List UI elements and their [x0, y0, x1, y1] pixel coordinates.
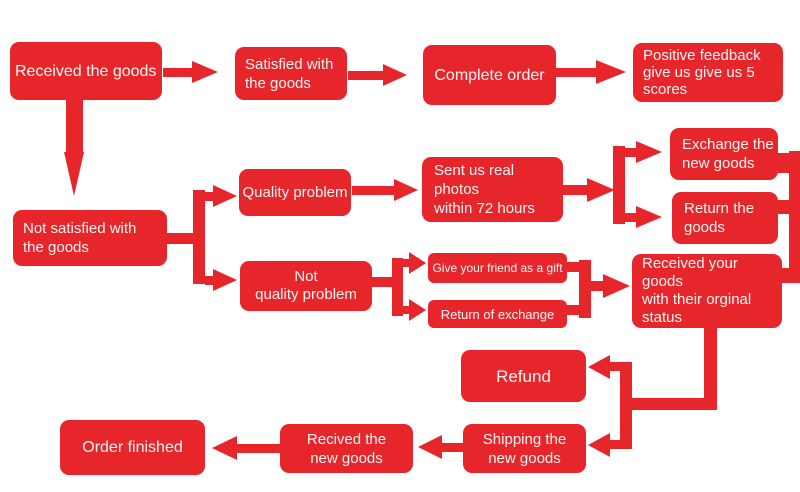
- connector-not-satisfied-out: [167, 233, 198, 244]
- arrow-received-to-not-satisfied-shaft: [66, 100, 83, 154]
- node-exchange-the-new-goods: Exchange the new goods: [670, 128, 778, 180]
- arrow-to-exchange-head: [636, 141, 662, 163]
- node-satisfied-with-goods: Satisfied with the goods: [235, 47, 347, 100]
- arrow-complete-to-feedback-head: [596, 60, 626, 84]
- arrow-to-refund-head: [588, 355, 610, 379]
- connector-return-stub: [778, 200, 790, 214]
- arrow-to-refund-shaft: [608, 362, 622, 371]
- arrow-satisfied-to-complete-head: [383, 64, 407, 86]
- node-sent-us-real-photos: Sent us real photos within 72 hours: [422, 157, 563, 222]
- connector-refund-shipping-vertical: [620, 362, 632, 449]
- node-not-quality-problem: Not quality problem: [240, 261, 372, 311]
- arrow-to-not-quality-head: [213, 269, 237, 291]
- connector-photos-out-head: [587, 178, 615, 202]
- node-received-the-goods: Received the goods: [10, 42, 162, 100]
- arrow-received-to-satisfied-shaft: [163, 68, 193, 77]
- arrow-quality-to-photos-shaft: [352, 186, 395, 195]
- node-give-your-friend-as-gift: Give your friend as a gift: [428, 253, 567, 283]
- arrow-to-return-head: [636, 206, 662, 228]
- arrow-merge-to-received-shaft: [591, 281, 604, 291]
- arrow-to-quality-shaft: [205, 192, 214, 201]
- node-positive-feedback: Positive feedback give us give us 5 scor…: [633, 43, 783, 102]
- connector-received-right-stub: [782, 268, 790, 283]
- node-shipping-the-new-goods: Shipping the new goods: [463, 424, 586, 473]
- connector-received-down: [704, 328, 717, 410]
- arrow-to-quality-head: [213, 185, 237, 207]
- arrow-recived-to-finished-shaft: [235, 444, 280, 453]
- node-return-of-exchange: Return of exchange: [428, 300, 567, 328]
- node-return-the-goods: Return the goods: [672, 192, 778, 244]
- arrow-merge-to-received-head: [603, 274, 630, 298]
- connector-not-quality-vertical: [392, 258, 403, 316]
- connector-gift-stub: [567, 262, 581, 272]
- arrow-to-return-shaft: [625, 213, 636, 222]
- connector-return-exchange-stub: [567, 305, 581, 315]
- connector-exchange-stub: [778, 153, 790, 173]
- arrow-received-to-not-satisfied-head: [64, 152, 84, 196]
- connector-not-satisfied-vertical: [193, 190, 205, 284]
- connector-right-rail: [789, 151, 800, 283]
- arrow-satisfied-to-complete-shaft: [348, 71, 384, 80]
- arrow-shipping-to-recived-head: [418, 435, 442, 459]
- connector-photos-vertical: [613, 146, 625, 224]
- arrow-recived-to-finished-head: [212, 436, 237, 460]
- connector-merge-vertical: [579, 260, 591, 318]
- node-refund: Refund: [461, 350, 586, 402]
- node-quality-problem: Quality problem: [239, 169, 351, 216]
- node-order-finished: Order finished: [60, 420, 205, 475]
- arrow-to-return-exchange-head: [409, 299, 426, 321]
- node-received-your-goods-original-status: Received your goods with their orginal s…: [632, 254, 782, 328]
- arrow-complete-to-feedback-shaft: [556, 68, 597, 77]
- arrow-to-return-exchange-shaft: [403, 306, 410, 314]
- node-not-satisfied-with-goods: Not satisfied with the goods: [13, 210, 167, 266]
- connector-received-horizontal: [620, 398, 717, 410]
- arrow-received-to-satisfied-head: [192, 61, 218, 83]
- arrow-to-exchange-shaft: [625, 148, 636, 157]
- arrow-shipping-to-recived-shaft: [440, 443, 463, 452]
- connector-photos-out: [563, 185, 588, 195]
- arrow-to-shipping-shaft: [608, 440, 622, 449]
- node-recived-the-new-goods: Recived the new goods: [280, 424, 413, 473]
- arrow-to-not-quality-shaft: [205, 276, 214, 285]
- arrow-quality-to-photos-head: [394, 179, 418, 201]
- arrow-to-gift-shaft: [403, 259, 410, 267]
- connector-not-quality-out: [372, 277, 396, 287]
- arrow-to-gift-head: [409, 252, 426, 274]
- node-complete-order: Complete order: [423, 45, 556, 105]
- arrow-to-shipping-head: [588, 433, 610, 457]
